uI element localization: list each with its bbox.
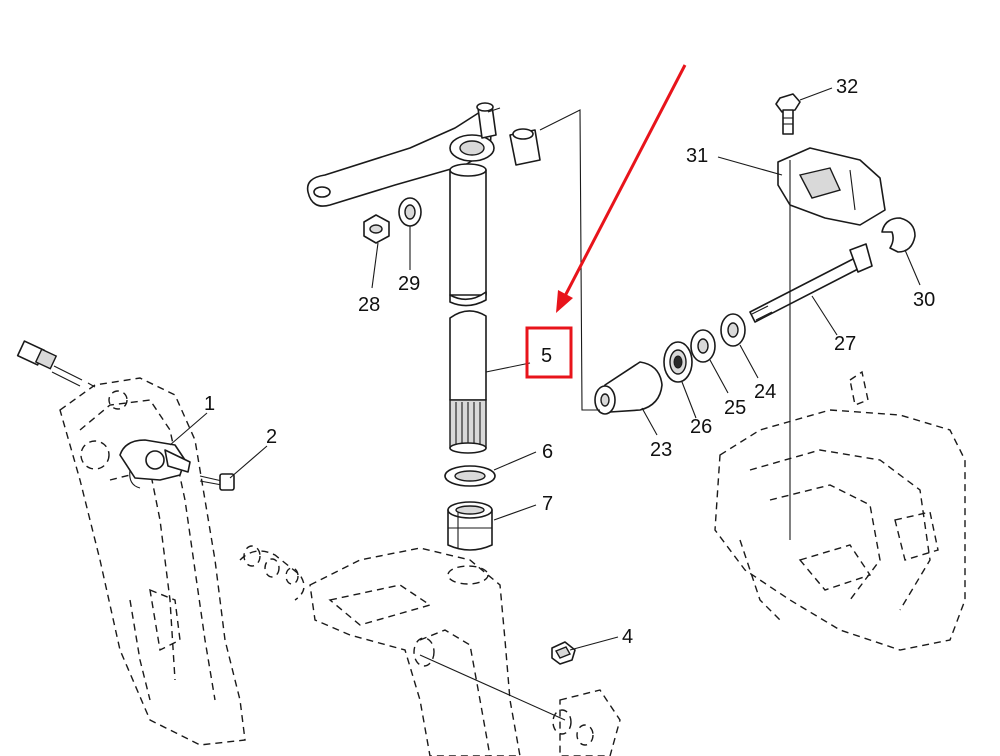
clamp-bracket-outline: [714, 370, 966, 651]
callout-32: 32: [836, 76, 858, 98]
part-30-collar: [881, 217, 916, 253]
part-7-bushing: [447, 501, 493, 551]
sensor-connector: [16, 340, 96, 388]
assembly-lines: [487, 107, 791, 540]
part-1-sensor: [119, 439, 191, 489]
part-28-nut: [363, 214, 390, 244]
callout-26: 26: [690, 416, 712, 438]
part-25-washer: [690, 329, 716, 363]
left-bracket-outline: [59, 377, 246, 746]
callout-4: 4: [622, 626, 633, 648]
callout-2: 2: [266, 426, 277, 448]
callout-1: 1: [204, 393, 215, 415]
callout-5: 5: [541, 345, 552, 367]
callout-6: 6: [542, 441, 553, 463]
part-5-steering-shaft: [449, 163, 487, 454]
highlight-arrowhead: [556, 290, 573, 313]
callout-28: 28: [358, 294, 380, 316]
part-4-clip: [419, 641, 576, 721]
steering-arm: [306, 102, 541, 207]
part-6-washer: [444, 465, 496, 487]
part-31-bracket: [777, 147, 886, 226]
callout-25: 25: [724, 397, 746, 419]
callout-30: 30: [913, 289, 935, 311]
leader-lines: [169, 87, 921, 651]
callout-27: 27: [834, 333, 856, 355]
callouts: 1 2 4 5 6 7 23 24 25 26 27 28 29 30 31 3…: [204, 76, 935, 648]
callout-24: 24: [754, 381, 776, 403]
swivel-bracket-outline: [239, 545, 621, 756]
part-2-screw: [199, 473, 235, 491]
part-27-bolt: [749, 243, 873, 323]
callout-7: 7: [542, 493, 553, 515]
part-32-bolt: [775, 93, 801, 135]
part-26-seal: [663, 341, 693, 383]
callout-29: 29: [398, 273, 420, 295]
highlight-annotation: [525, 64, 687, 379]
part-29-washer: [398, 197, 422, 227]
callout-31: 31: [686, 145, 708, 167]
highlight-arrow: [563, 64, 687, 297]
callout-23: 23: [650, 439, 672, 461]
part-23-bushing: [594, 361, 663, 415]
highlight-box-part-5: [525, 326, 573, 379]
part-24-washer: [720, 313, 746, 347]
